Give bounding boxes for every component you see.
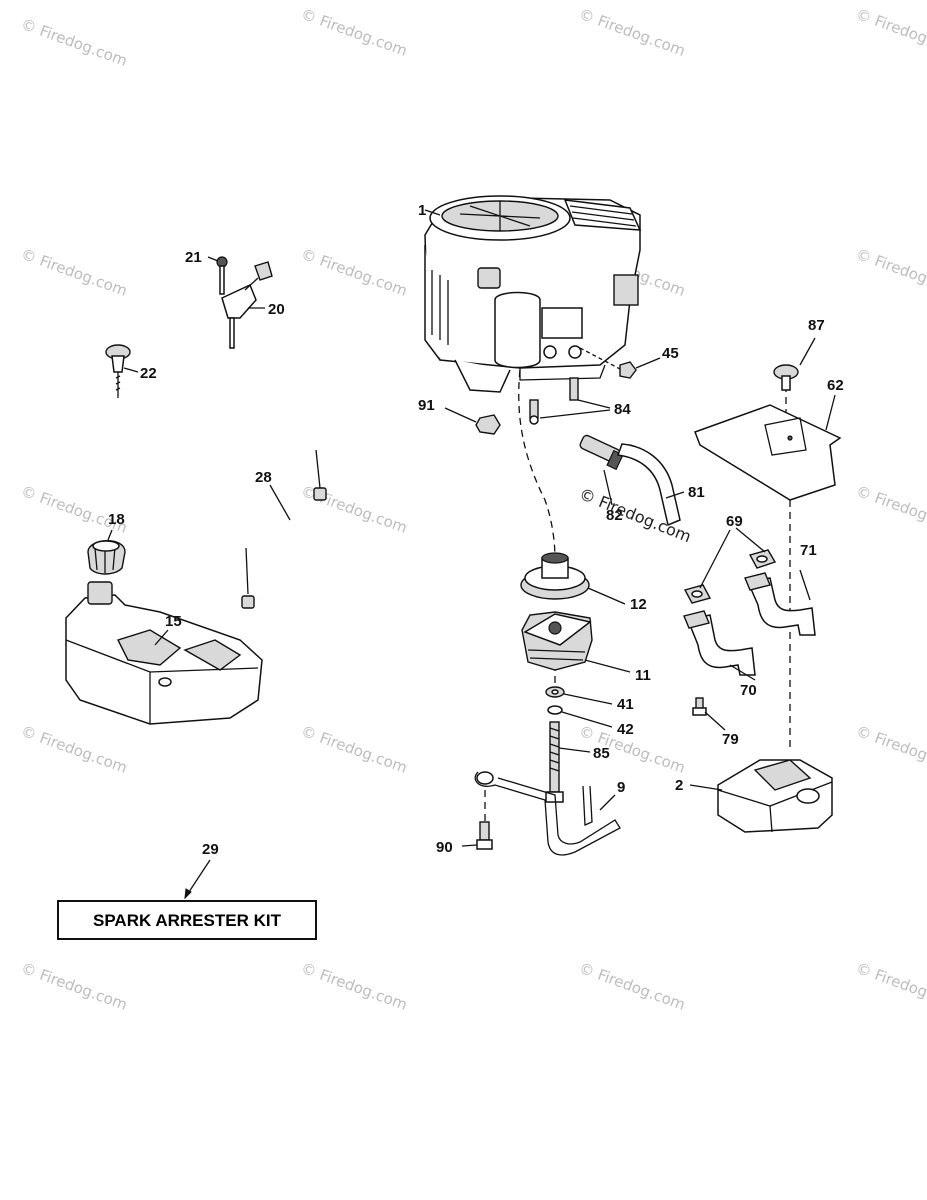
nut-45 [579, 347, 661, 379]
callout-muffler-2: 2 [675, 777, 683, 794]
spark-arrester-kit-label: SPARK ARRESTER KIT [93, 911, 282, 930]
callout-bolt-85: 85 [593, 745, 610, 762]
throttle-control-20 [221, 261, 273, 349]
watermark: © Firedog.com [19, 15, 130, 70]
callout-bolt-90: 90 [436, 839, 453, 856]
exhaust-pipe-70 [683, 610, 756, 681]
watermark: © Firedog.com [854, 5, 927, 60]
screw-79 [692, 697, 726, 731]
callout-gaskets-69: 69 [726, 513, 743, 530]
clamp-37-lower [241, 547, 255, 609]
callout-fuel-line-28: 28 [255, 469, 272, 486]
kit-29 [184, 859, 211, 900]
callout-bracket-9: 9 [617, 779, 625, 796]
clutch-11 [521, 611, 631, 673]
watermark: © Firedog.com [577, 5, 688, 60]
callout-heat-shield-62: 62 [827, 377, 844, 394]
pulley-12 [520, 552, 626, 605]
callout-engine: 1 [418, 202, 426, 219]
choke-knob-22 [105, 344, 139, 398]
callout-screw-21: 21 [185, 249, 202, 266]
bolts-84 [529, 377, 611, 425]
watermark: © Firedog.com [854, 482, 927, 537]
washer-42 [547, 705, 613, 728]
heat-shield-62 [694, 394, 842, 501]
callout-throttle-control-20: 20 [268, 301, 285, 318]
watermark: © Firedog.com [19, 245, 130, 300]
callout-hose-81: 81 [688, 484, 705, 501]
clamp-37-upper [313, 449, 327, 501]
exhaust-pipe-71 [744, 569, 816, 636]
callout-washer-42: 42 [617, 721, 634, 738]
hose-81 [616, 443, 685, 527]
watermark: © Firedog.com [854, 959, 927, 1014]
callout-clutch-11: 11 [635, 667, 651, 684]
fuel-tank-15 [65, 581, 263, 725]
callout-nut-91: 91 [418, 397, 435, 414]
watermark-layer: © Firedog.com © Firedog.com © Firedog.co… [19, 5, 927, 1014]
watermark: © Firedog.com [577, 959, 688, 1014]
callout-fuel-tank-15: 15 [165, 613, 182, 630]
watermark: © Firedog.com [19, 959, 130, 1014]
watermark: © Firedog.com [299, 959, 410, 1014]
callout-knob-87: 87 [808, 317, 825, 334]
bolt-90 [461, 821, 493, 850]
nut-91 [444, 407, 501, 435]
callout-washer-41: 41 [617, 696, 634, 713]
callout-choke-knob-22: 22 [140, 365, 157, 382]
callout-screw-79: 79 [722, 731, 739, 748]
engine [424, 195, 642, 393]
callout-kit-29: 29 [202, 841, 219, 858]
fuel-line-28 [260, 484, 319, 599]
muffler-2 [689, 759, 833, 833]
watermark: © Firedog.com [19, 722, 130, 777]
callout-fuel-cap-18: 18 [108, 511, 125, 528]
watermark: © Firedog.com [854, 245, 927, 300]
callout-exhaust-pipe-71: 71 [800, 542, 817, 559]
callout-pulley-12: 12 [630, 596, 647, 613]
callout-exhaust-pipe-70: 70 [740, 682, 757, 699]
watermark: © Firedog.com [299, 722, 410, 777]
spark-arrester-kit-box [57, 900, 317, 940]
callout-fitting-82: 82 [606, 507, 623, 524]
watermark: © Firedog.com [19, 482, 130, 537]
engine-leader [424, 209, 441, 216]
watermark: © Firedog.com [299, 245, 410, 300]
callout-bolts-84: 84 [614, 401, 631, 418]
fuel-cap-18 [87, 529, 126, 575]
callout-nut-45: 45 [662, 345, 679, 362]
washer-41 [545, 686, 613, 705]
gaskets-69 [683, 527, 777, 604]
watermark: © Firedog.com [299, 5, 410, 60]
shaft-alignment-line [518, 369, 556, 561]
screw-21 [207, 256, 228, 295]
knob-87 [773, 337, 816, 391]
watermark: © Firedog.com [854, 722, 927, 777]
bracket-9 [474, 771, 621, 856]
